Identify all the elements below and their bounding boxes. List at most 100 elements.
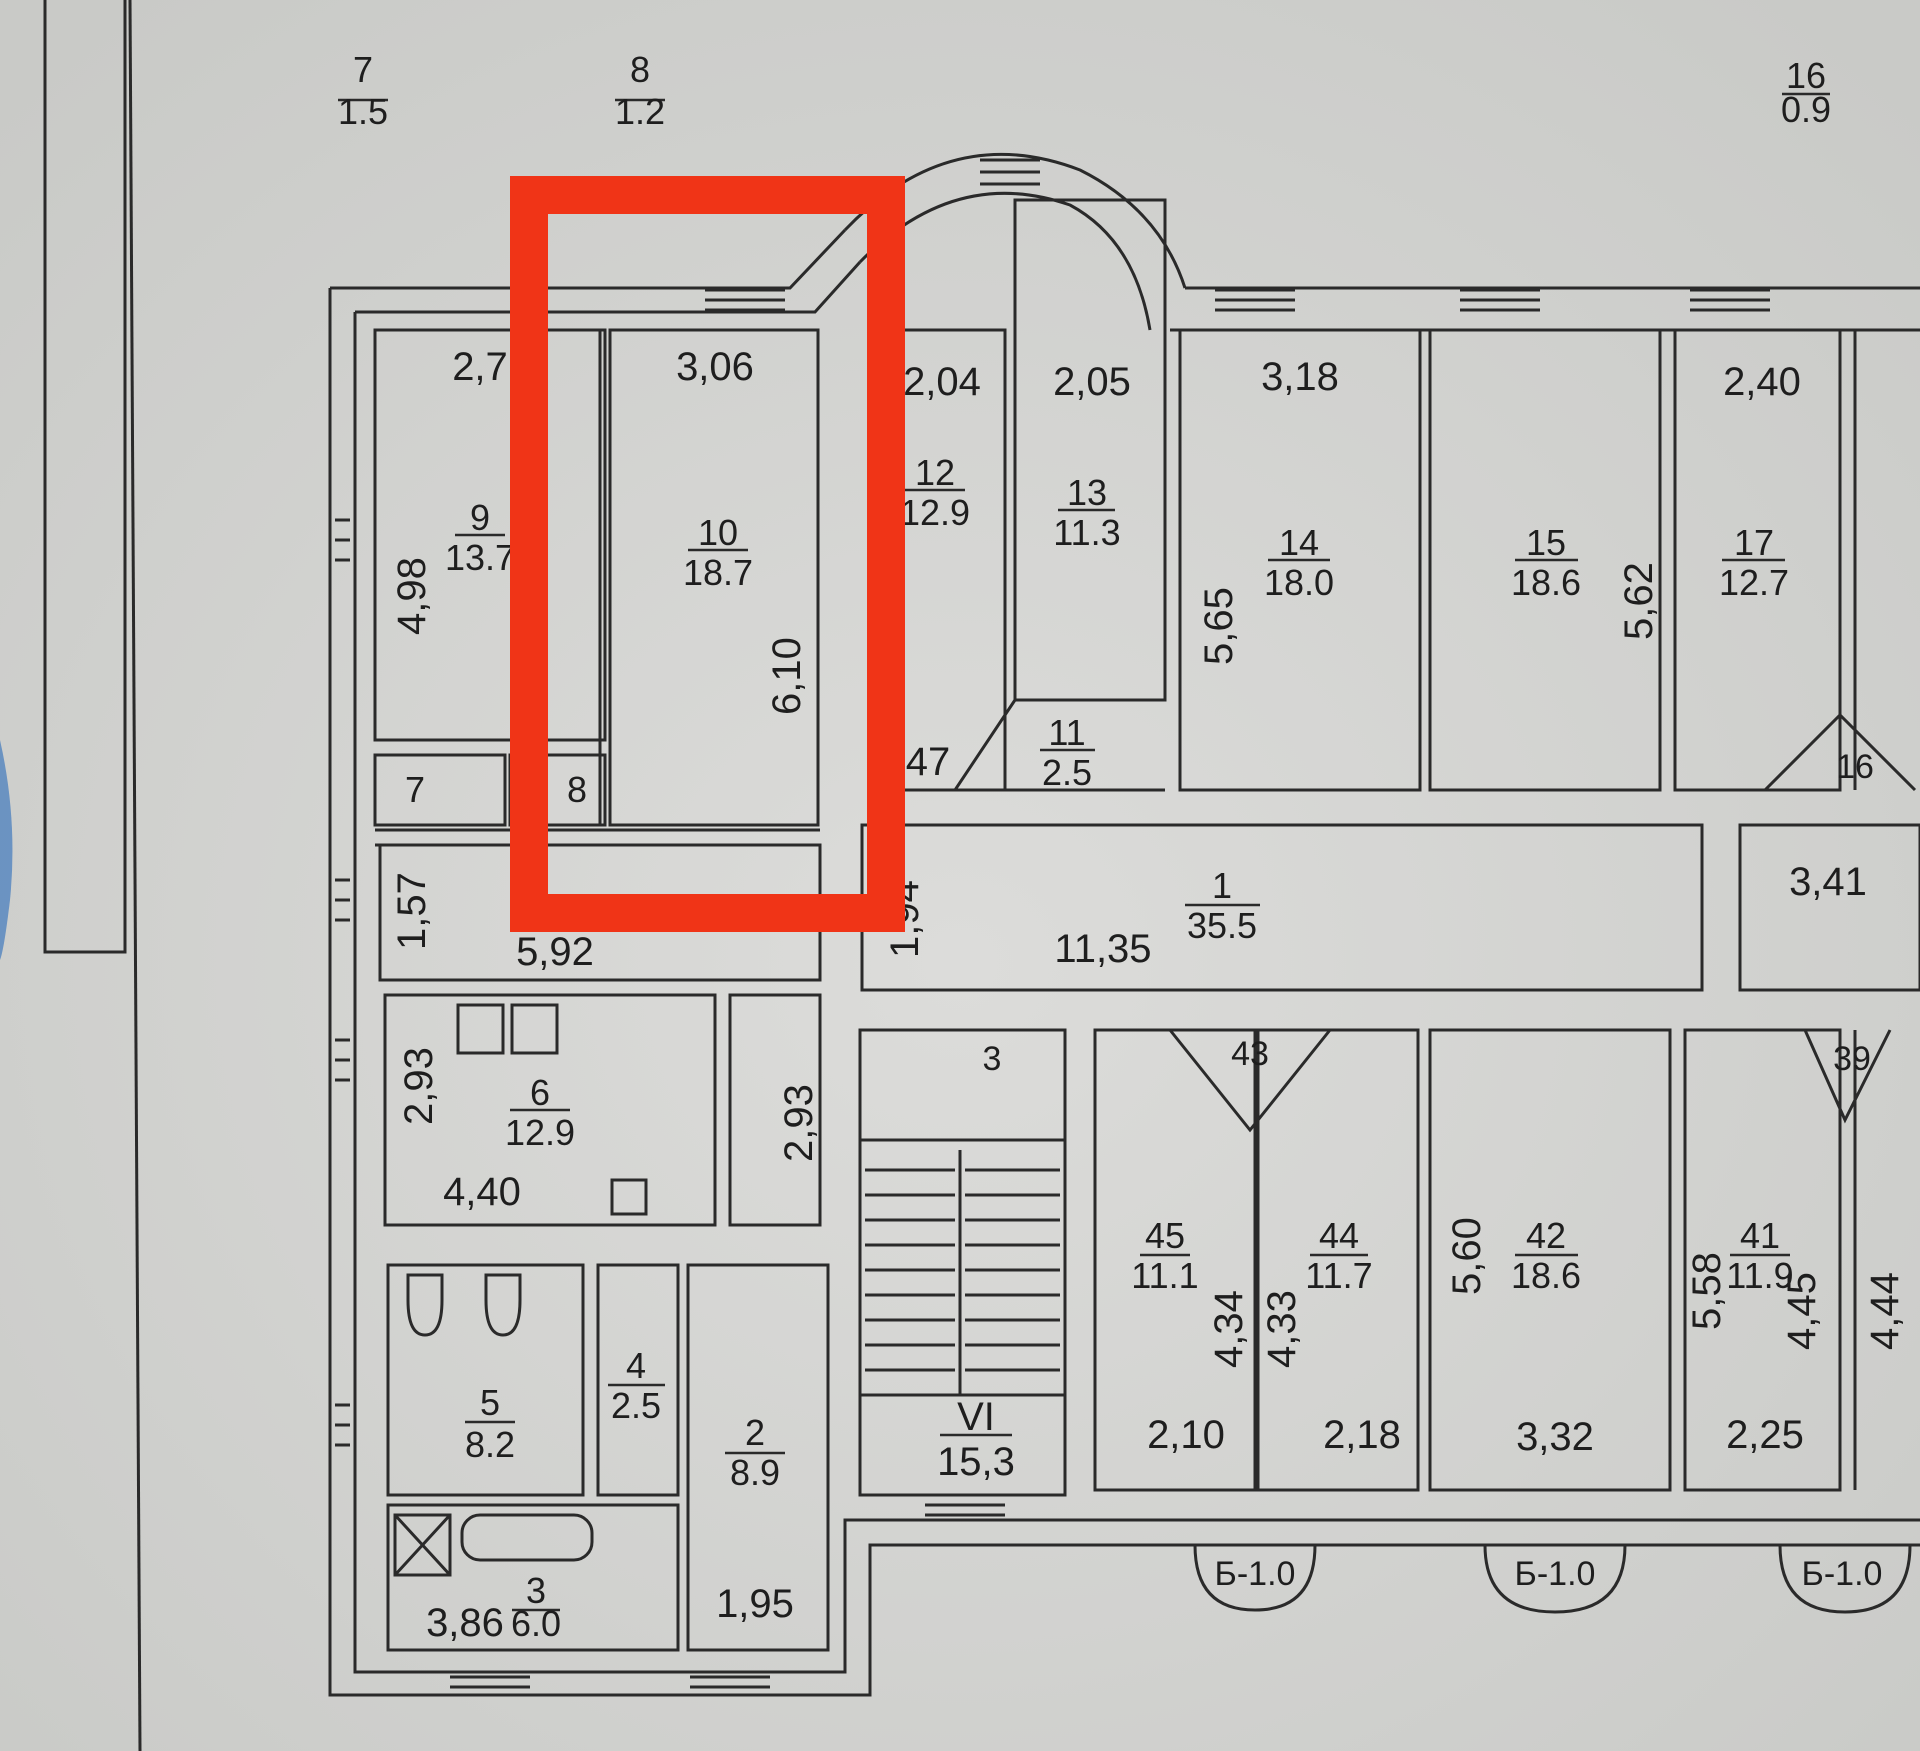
room-14-area: 18.0 [1264, 562, 1334, 603]
room-45-outline [1093, 1028, 1257, 1492]
room-41-outline [1683, 1028, 1842, 1492]
stair-area: 15,3 [937, 1440, 1015, 1484]
room-13-area: 11.3 [1053, 512, 1120, 553]
dim-6-10: 6,10 [765, 637, 809, 715]
room-44-num: 44 [1319, 1215, 1359, 1256]
dim-2-93-b: 2,93 [777, 1084, 821, 1162]
room-39-label: 39 [1833, 1040, 1871, 1078]
window-top-3 [1460, 288, 1540, 312]
room-10-area: 18.7 [683, 552, 753, 593]
axis-8-val: 1.2 [615, 91, 665, 132]
room-11-area: 2.5 [1042, 752, 1092, 793]
window-left-3 [335, 1038, 350, 1082]
balcony-2-label: Б-1.0 [1515, 1555, 1596, 1593]
dim-3-06: 3,06 [676, 345, 754, 389]
dim-1-57: 1,57 [390, 872, 434, 950]
room-2-num: 2 [745, 1412, 765, 1453]
room-44-outline [1256, 1028, 1420, 1492]
room-16-wall [1763, 712, 1917, 792]
axis-16-val: 0.9 [1781, 89, 1831, 130]
room-13-num: 13 [1067, 472, 1107, 513]
room-7-label: 7 [405, 769, 425, 810]
window-left-1 [335, 518, 350, 562]
bay-window-inner [858, 191, 1152, 331]
dim-5-62: 5,62 [1617, 562, 1661, 640]
room-4-num: 4 [626, 1345, 646, 1386]
dim-3-86: 3,86 [426, 1601, 504, 1645]
window-bottom-1 [450, 1675, 530, 1689]
room-4-outline [596, 1263, 680, 1497]
dim-1-95: 1,95 [716, 1582, 794, 1626]
dim-5-60: 5,60 [1445, 1217, 1489, 1295]
balcony-3 [1778, 1544, 1912, 1614]
window-top-4 [1690, 288, 1770, 312]
room-4-area: 2.5 [611, 1385, 661, 1426]
room-42-area: 18.6 [1511, 1255, 1581, 1296]
room-6b-outline [728, 993, 822, 1227]
neighbor-outline [43, 0, 127, 954]
dim-2-05: 2,05 [1053, 360, 1131, 404]
room-2-outline [686, 1263, 830, 1652]
room-15-outline [1428, 328, 1662, 792]
dim-5-65: 5,65 [1197, 587, 1241, 665]
room-5-num: 5 [480, 1382, 500, 1423]
top-wall-left [330, 228, 847, 290]
room-17-num: 17 [1734, 522, 1774, 563]
room-1-num: 1 [1212, 865, 1232, 906]
dim-3-41: 3,41 [1789, 860, 1867, 904]
window-arc [980, 158, 1040, 186]
balcony-1-label: Б-1.0 [1215, 1555, 1296, 1593]
room-42-outline [1428, 1028, 1672, 1492]
dim-3-18: 3,18 [1261, 355, 1339, 399]
room-14-outline [1178, 328, 1422, 792]
room-44-area: 11.7 [1305, 1255, 1372, 1296]
stove-2 [510, 1003, 559, 1055]
room-6-outline [383, 993, 717, 1227]
room-14-num: 14 [1279, 522, 1319, 563]
room-43-label: 43 [1231, 1035, 1269, 1073]
toilet-1 [406, 1273, 444, 1337]
window-top-2 [1215, 288, 1295, 312]
dim-4-34: 4,34 [1207, 1290, 1251, 1368]
room-39-wall [1803, 1029, 1892, 1124]
room-5-outline [386, 1263, 585, 1497]
window-bottom-2 [690, 1675, 770, 1689]
room-15-area: 18.6 [1511, 562, 1581, 603]
room-3-landing-label: 3 [983, 1040, 1002, 1078]
axis-8-num: 8 [630, 49, 650, 90]
axis-7-num: 7 [353, 49, 373, 90]
room-41-num: 41 [1740, 1215, 1780, 1256]
room-12-area: 12.9 [900, 492, 970, 533]
balcony-3-label: Б-1.0 [1802, 1555, 1883, 1593]
room-11-wall [952, 699, 1165, 792]
room-6-area: 12.9 [505, 1112, 575, 1153]
room-12-num: 12 [915, 452, 955, 493]
room-41-area: 11.9 [1726, 1255, 1793, 1296]
room-1-area: 35.5 [1187, 905, 1257, 946]
window-top-1 [705, 288, 785, 312]
room-45-num: 45 [1145, 1215, 1185, 1256]
room-10-num: 10 [698, 512, 738, 553]
balcony-1 [1193, 1544, 1317, 1612]
room-3-area: 6.0 [511, 1603, 561, 1644]
vent-6 [610, 1178, 648, 1216]
dim-2-04: 2,04 [903, 360, 981, 404]
dim-47: 47 [906, 740, 951, 784]
room-8-label: 8 [567, 769, 587, 810]
dim-5-58: 5,58 [1685, 1252, 1729, 1330]
dim-4-98: 4,98 [390, 557, 434, 635]
seal-stamp [0, 740, 13, 960]
shower-tray [393, 1513, 452, 1577]
balcony-2 [1483, 1544, 1627, 1614]
axis-7-val: 1.5 [338, 91, 388, 132]
top-wall-left-inner [355, 260, 862, 314]
highlight-frame [510, 176, 905, 932]
room-9-outline [373, 328, 607, 742]
room-11-num: 11 [1048, 712, 1085, 753]
dim-2-25: 2,25 [1726, 1413, 1804, 1457]
dim-2-7: 2,7 [452, 345, 508, 389]
room-9-area: 13.7 [445, 537, 515, 578]
corridor-right-outline [1738, 823, 1920, 992]
room-17-area: 12.7 [1719, 562, 1789, 603]
